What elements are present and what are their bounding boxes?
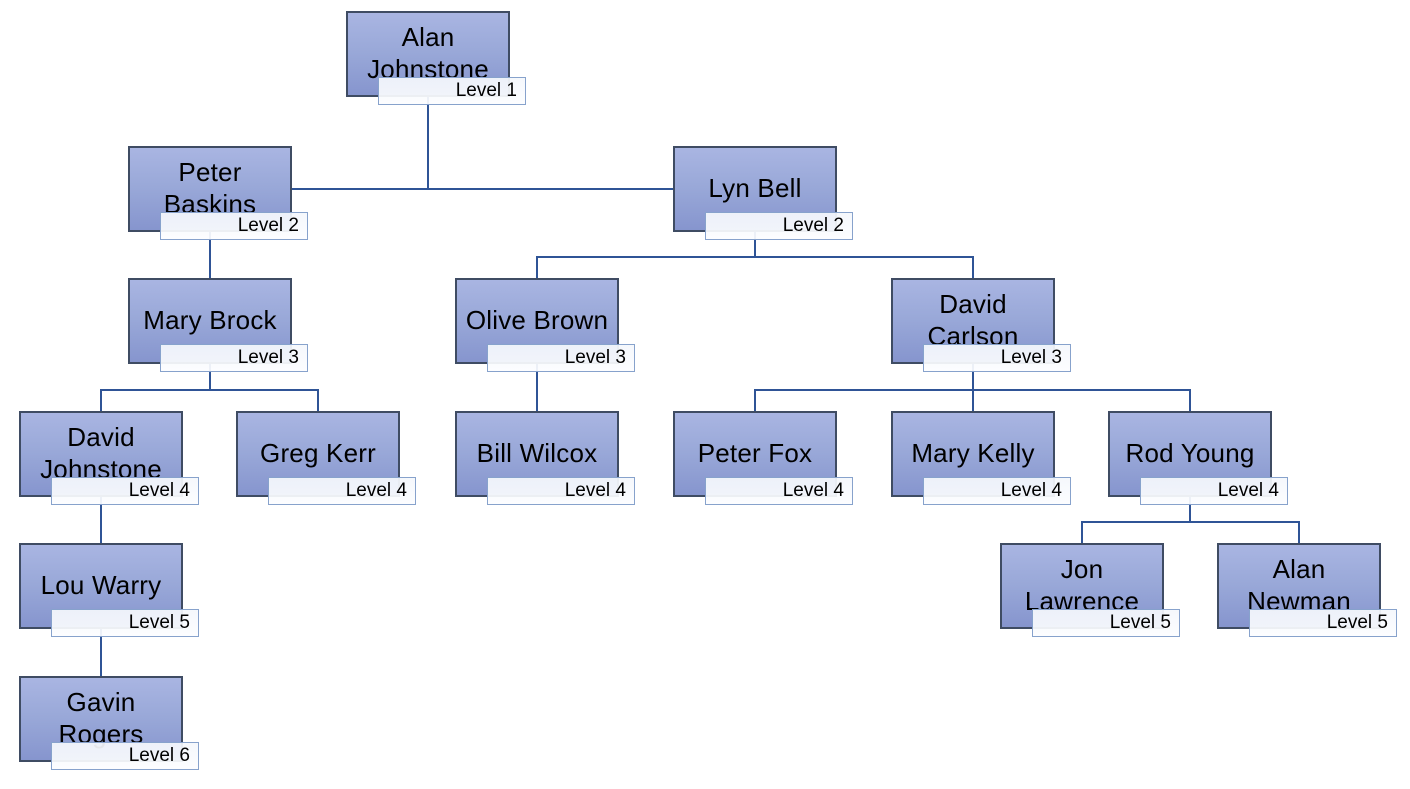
person-name: Greg Kerr xyxy=(260,438,376,469)
connector-line xyxy=(100,613,102,676)
level-badge: Level 6 xyxy=(51,742,199,770)
level-badge: Level 4 xyxy=(923,477,1071,505)
connector-line xyxy=(1081,521,1300,523)
connector-line xyxy=(754,390,756,411)
level-badge: Level 4 xyxy=(268,477,416,505)
level-badge: Level 4 xyxy=(1140,477,1288,505)
person-name: Rod Young xyxy=(1125,438,1255,469)
connector-line xyxy=(1298,522,1300,543)
connector-line xyxy=(536,348,538,411)
connector-line xyxy=(1189,390,1191,411)
connector-line xyxy=(536,256,974,258)
connector-line xyxy=(100,390,102,411)
person-name: Alan Johnstone xyxy=(367,22,489,84)
level-badge: Level 5 xyxy=(1249,609,1397,637)
level-badge: Level 4 xyxy=(51,477,199,505)
connector-line xyxy=(972,257,974,278)
level-badge: Level 4 xyxy=(705,477,853,505)
person-name: Olive Brown xyxy=(465,305,609,336)
level-badge: Level 3 xyxy=(160,344,308,372)
connector-line xyxy=(209,216,211,278)
connector-line xyxy=(972,390,974,411)
level-badge: Level 5 xyxy=(51,609,199,637)
level-badge: Level 3 xyxy=(923,344,1071,372)
level-badge: Level 3 xyxy=(487,344,635,372)
person-name: Mary Kelly xyxy=(911,438,1035,469)
person-name: Peter Fox xyxy=(697,438,813,469)
connector-line xyxy=(100,481,102,543)
level-badge: Level 1 xyxy=(378,77,526,105)
person-name: Bill Wilcox xyxy=(476,438,598,469)
person-name: Lyn Bell xyxy=(708,173,802,204)
person-name: Lou Warry xyxy=(40,570,162,601)
connector-line xyxy=(536,257,538,278)
level-badge: Level 5 xyxy=(1032,609,1180,637)
org-node-alan-johnstone[interactable]: Alan Johnstone xyxy=(346,11,510,97)
person-name: Mary Brock xyxy=(143,305,277,336)
connector-line xyxy=(291,188,674,190)
level-badge: Level 4 xyxy=(487,477,635,505)
level-badge: Level 2 xyxy=(705,212,853,240)
connector-line xyxy=(100,389,319,391)
connector-line xyxy=(427,81,429,189)
connector-line xyxy=(1081,522,1083,543)
level-badge: Level 2 xyxy=(160,212,308,240)
connector-line xyxy=(317,390,319,411)
